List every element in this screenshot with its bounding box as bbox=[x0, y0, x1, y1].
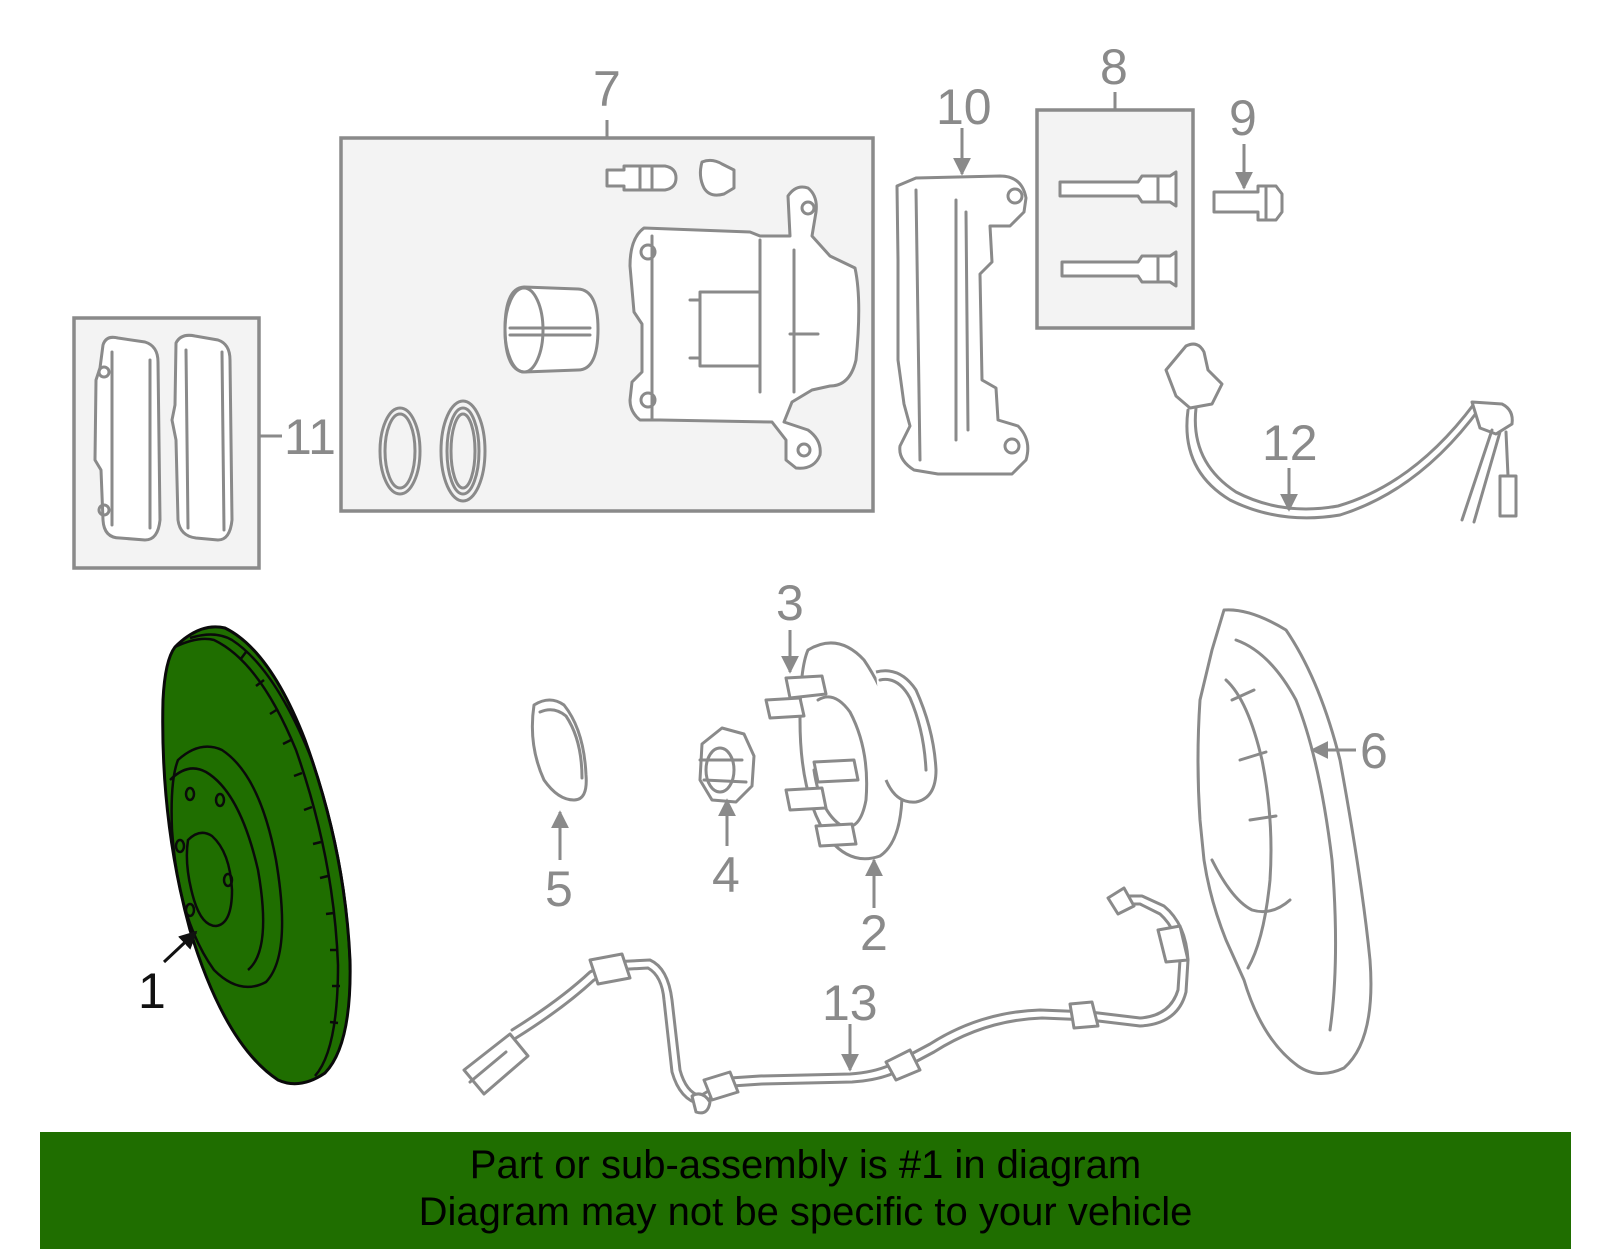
part-7-caliper-assembly[interactable] bbox=[339, 120, 875, 513]
callout-6: 6 bbox=[1360, 723, 1388, 779]
part-11-brake-pads[interactable] bbox=[72, 316, 282, 570]
callout-10: 10 bbox=[936, 79, 992, 135]
part-6-splash-shield[interactable] bbox=[1196, 608, 1373, 1075]
callout-12: 12 bbox=[1262, 415, 1318, 471]
part-9-bolt[interactable] bbox=[1212, 144, 1284, 222]
banner-disclaimer-text: Diagram may not be specific to your vehi… bbox=[418, 1190, 1193, 1234]
part-4-hub-nut[interactable] bbox=[698, 726, 756, 846]
banner-part-text: Part or sub-assembly is #1 in diagram bbox=[469, 1143, 1142, 1187]
part-8-guide-pin-bolts[interactable] bbox=[1035, 92, 1195, 330]
part-12-brake-hose[interactable] bbox=[1164, 342, 1518, 524]
part-5-dust-cap[interactable] bbox=[530, 698, 588, 860]
callout-2: 2 bbox=[860, 905, 888, 961]
callout-13: 13 bbox=[822, 975, 878, 1031]
part-10-caliper-adapter[interactable] bbox=[895, 128, 1030, 476]
callout-11: 11 bbox=[284, 409, 336, 465]
callout-9: 9 bbox=[1229, 90, 1257, 146]
part-2-hub-bearing[interactable] bbox=[764, 641, 938, 908]
callout-8: 8 bbox=[1100, 39, 1128, 95]
callout-1: 1 bbox=[138, 963, 166, 1019]
callout-7: 7 bbox=[593, 61, 621, 117]
part-13-wheel-speed-sensor[interactable] bbox=[462, 886, 1190, 1115]
info-banner: Part or sub-assembly is #1 in diagram Di… bbox=[40, 1132, 1571, 1249]
part-1-brake-rotor[interactable] bbox=[161, 625, 352, 1086]
callout-3: 3 bbox=[776, 575, 804, 631]
callout-5: 5 bbox=[545, 861, 573, 917]
callout-4: 4 bbox=[712, 847, 740, 903]
